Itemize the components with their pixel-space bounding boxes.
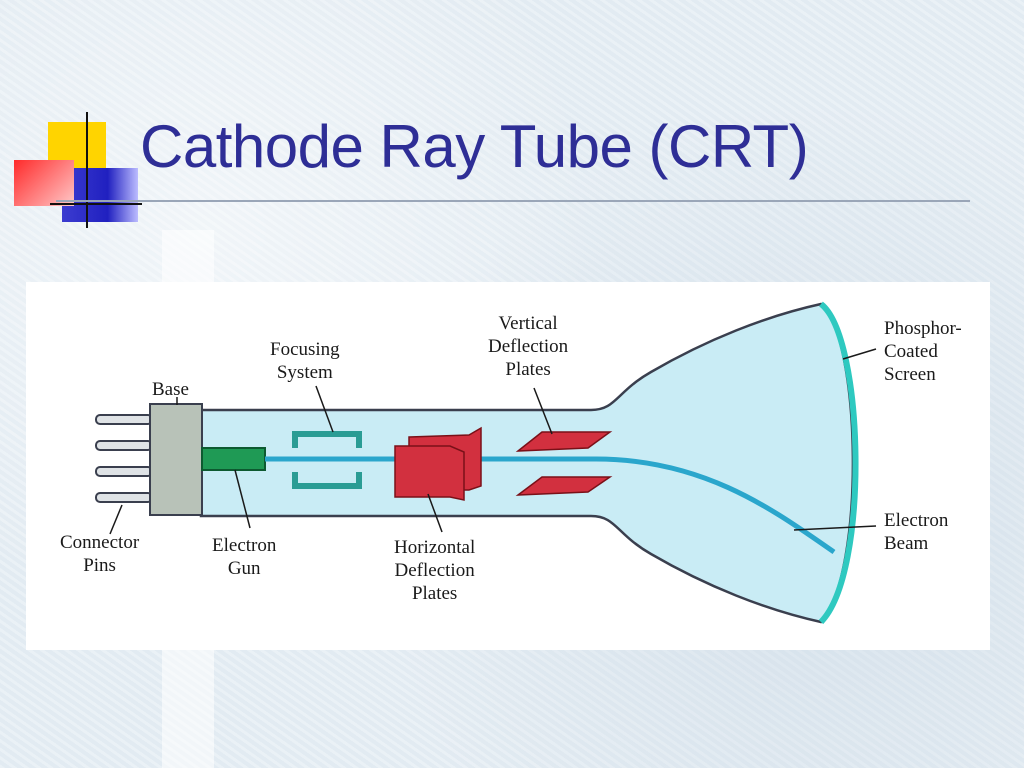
leader-vertical <box>533 387 553 435</box>
horizontal-plate-front <box>394 445 465 501</box>
corner-vertical-line <box>86 112 88 228</box>
label-focusing-line1: Focusing <box>270 339 340 360</box>
pin <box>95 440 153 451</box>
base <box>149 403 203 516</box>
label-connector-line2: Pins <box>83 555 116 576</box>
crt-illustration <box>95 301 877 625</box>
corner-horizontal-line <box>50 203 142 205</box>
pin <box>95 492 153 503</box>
label-vertical-deflection-plates: Vertical Deflection Plates <box>488 312 568 381</box>
label-phosphor-line2: Coated <box>884 341 938 362</box>
label-electron-gun: Electron Gun <box>212 534 276 580</box>
label-gun-line2: Gun <box>227 558 261 579</box>
connector-pins <box>95 414 153 503</box>
label-vertical-line3: Plates <box>505 359 551 380</box>
label-horizontal-line3: Plates <box>411 583 458 604</box>
electron-beam <box>265 456 836 555</box>
title-divider <box>56 200 970 202</box>
corner-red-square <box>14 160 74 206</box>
horizontal-deflection-plates <box>394 426 482 501</box>
label-base-text: Base <box>152 379 189 400</box>
label-vertical-line2: Deflection <box>488 336 569 357</box>
label-beam-line2: Beam <box>884 533 929 554</box>
leader-horizontal <box>427 493 443 533</box>
leader-phosphor <box>842 348 877 360</box>
leader-beam <box>793 525 877 531</box>
label-beam-line1: Electron <box>884 510 949 531</box>
label-focusing-system: Focusing System <box>270 338 340 384</box>
label-base: Base <box>152 378 189 401</box>
label-horizontal-line2: Deflection <box>394 560 475 581</box>
label-gun-line1: Electron <box>212 535 277 556</box>
label-connector-line1: Connector <box>60 532 140 553</box>
label-vertical-line1: Vertical <box>498 313 558 334</box>
leader-gun <box>234 469 251 529</box>
focusing-system <box>292 431 362 489</box>
focusing-lower-ring <box>292 472 362 489</box>
vertical-plate-bottom <box>515 476 613 496</box>
label-phosphor-coated-screen: Phosphor- Coated Screen <box>884 317 962 386</box>
vertical-plate-top <box>515 431 613 452</box>
phosphor-screen <box>818 301 859 625</box>
label-phosphor-line1: Phosphor- <box>884 318 962 339</box>
label-connector-pins: Connector Pins <box>60 531 139 577</box>
focusing-upper-ring <box>292 431 362 448</box>
label-focusing-line2: System <box>276 362 333 383</box>
leader-lines <box>109 348 877 535</box>
leader-connector <box>109 504 123 535</box>
vertical-deflection-plates <box>515 431 613 496</box>
label-horizontal-deflection-plates: Horizontal Deflection Plates <box>394 536 475 605</box>
slide-title: Cathode Ray Tube (CRT) <box>140 113 809 180</box>
leader-focusing <box>315 385 334 433</box>
electron-gun <box>201 447 266 471</box>
label-phosphor-line3: Screen <box>884 364 936 385</box>
label-electron-beam: Electron Beam <box>884 509 948 555</box>
corner-blue-square <box>62 168 138 222</box>
crt-diagram: Base Focusing System Vertical Deflection… <box>26 282 990 650</box>
label-horizontal-line1: Horizontal <box>394 537 476 558</box>
pin <box>95 414 153 425</box>
pin <box>95 466 153 477</box>
